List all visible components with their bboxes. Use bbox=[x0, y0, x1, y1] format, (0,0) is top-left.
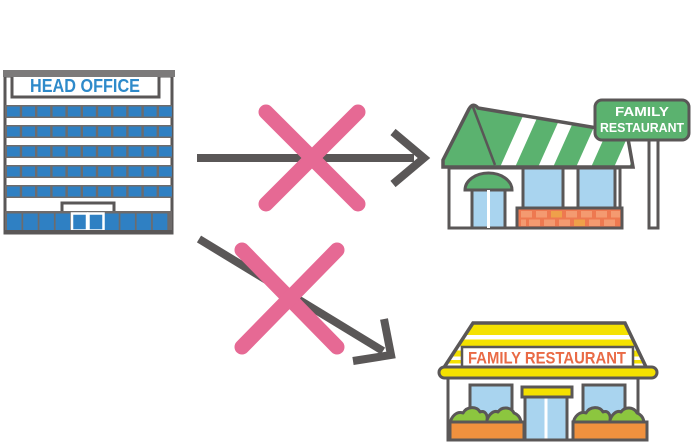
restaurant-windows bbox=[521, 166, 617, 212]
sign-label: FAMILY RESTAURANT bbox=[468, 349, 627, 368]
head-office-illustration: HEAD OFFICE bbox=[3, 70, 175, 235]
prohibited-cross-icon-bottom bbox=[234, 242, 345, 355]
family-restaurant-top-illustration: FAMILY RESTAURANT bbox=[441, 98, 691, 230]
prohibited-cross-icon-top bbox=[258, 104, 366, 212]
head-office-label: HEAD OFFICE bbox=[30, 76, 140, 96]
restaurant-door bbox=[520, 385, 574, 442]
sign-line-2: RESTAURANT bbox=[600, 120, 684, 135]
office-roofline bbox=[3, 70, 175, 77]
sign-line-1: FAMILY bbox=[615, 104, 669, 119]
restaurant-door bbox=[463, 171, 514, 230]
brick-wall bbox=[515, 206, 624, 230]
family-restaurant-bottom-illustration: FAMILY RESTAURANT bbox=[437, 321, 659, 442]
restaurant-sign: FAMILY RESTAURANT bbox=[593, 98, 691, 142]
door-awning-arch bbox=[463, 171, 514, 192]
sign-pole bbox=[647, 138, 660, 230]
office-ground-floor bbox=[5, 201, 172, 233]
planters bbox=[448, 420, 649, 442]
entrance-door bbox=[70, 212, 105, 232]
roof-ledge bbox=[437, 365, 659, 380]
